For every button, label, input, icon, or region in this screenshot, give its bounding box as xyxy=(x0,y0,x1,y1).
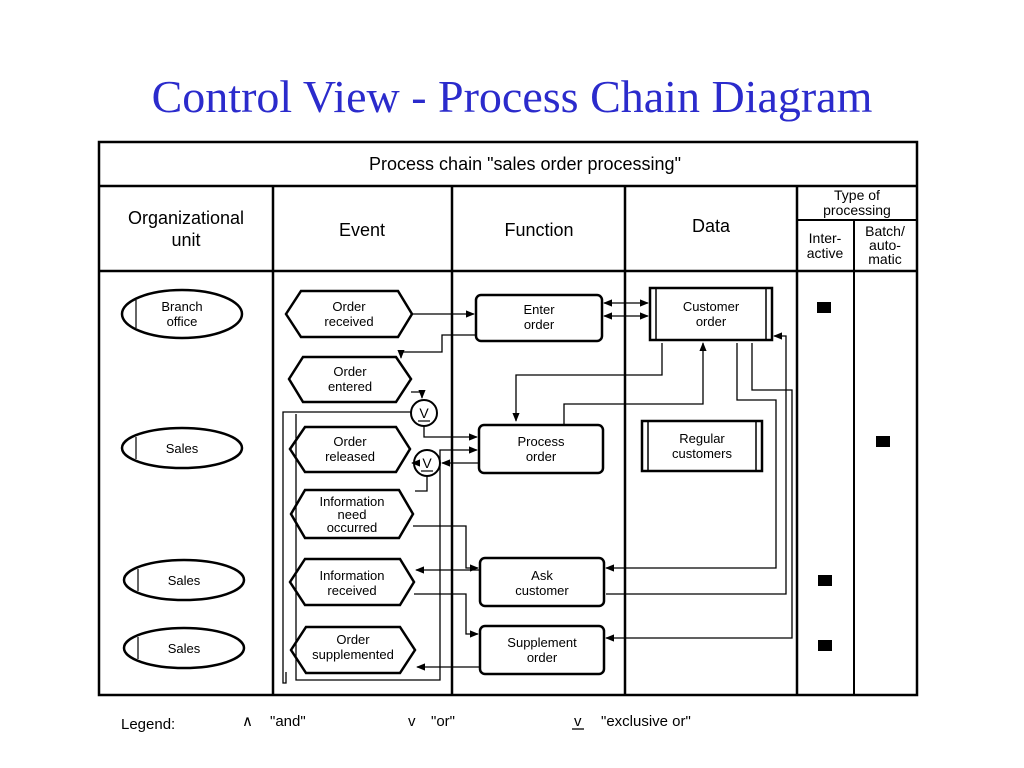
slide-title: Control View - Process Chain Diagram xyxy=(151,71,873,122)
header-org-unit-line2: unit xyxy=(171,230,200,250)
header-batch-line2: auto- xyxy=(869,237,901,253)
data-customer-order: Customer order xyxy=(648,286,774,342)
header-batch-line3: matic xyxy=(868,251,901,267)
header-event: Event xyxy=(339,220,385,240)
svg-text:order: order xyxy=(526,449,557,464)
svg-text:Branch: Branch xyxy=(161,299,202,314)
svg-text:Regular: Regular xyxy=(679,431,725,446)
header-interactive-line2: active xyxy=(807,245,844,261)
header-data: Data xyxy=(692,216,731,236)
svg-text:Sales: Sales xyxy=(166,441,199,456)
org-unit-sales-2: Sales xyxy=(122,558,246,602)
process-chain-title: Process chain "sales order processing" xyxy=(369,154,681,174)
interactive-marker-ask-customer xyxy=(818,575,832,586)
svg-text:Order: Order xyxy=(333,434,367,449)
batch-marker-process-order xyxy=(876,436,890,447)
legend-and-text: "and" xyxy=(270,713,306,730)
svg-text:entered: entered xyxy=(328,379,372,394)
header-type-line1: Type of xyxy=(834,187,880,203)
legend-xor-symbol: v xyxy=(574,713,582,730)
function-supplement-order: Supplement order xyxy=(478,624,606,676)
svg-text:Information: Information xyxy=(319,568,384,583)
header-interactive-line1: Inter- xyxy=(809,230,842,246)
function-process-order: Process order xyxy=(477,423,605,475)
svg-text:V: V xyxy=(419,405,429,421)
interactive-marker-enter-order xyxy=(817,302,831,313)
legend-or-symbol: v xyxy=(408,713,416,730)
event-order-received: Order received xyxy=(284,289,414,339)
table-grid xyxy=(97,140,919,697)
svg-text:customers: customers xyxy=(672,446,732,461)
svg-text:released: released xyxy=(325,449,375,464)
header-function: Function xyxy=(504,220,573,240)
connector-xor-1: V xyxy=(410,399,438,427)
svg-text:Supplement: Supplement xyxy=(507,635,577,650)
header-org-unit-line1: Organizational xyxy=(128,208,244,228)
connector-xor-2: V xyxy=(413,449,441,477)
legend-xor-text: "exclusive or" xyxy=(601,713,691,730)
org-unit-branch-office: Branch office xyxy=(120,288,244,340)
svg-text:order: order xyxy=(696,314,727,329)
function-ask-customer: Ask customer xyxy=(478,556,606,608)
flow-arrows xyxy=(282,299,793,684)
event-order-entered: Order entered xyxy=(287,355,413,404)
event-order-released: Order released xyxy=(288,425,412,474)
svg-text:Process: Process xyxy=(518,434,565,449)
svg-text:Order: Order xyxy=(333,364,367,379)
header-batch-line1: Batch/ xyxy=(865,223,905,239)
event-order-supplemented: Order supplemented xyxy=(289,625,417,675)
svg-text:received: received xyxy=(327,583,376,598)
svg-text:Sales: Sales xyxy=(168,573,201,588)
svg-text:Customer: Customer xyxy=(683,299,740,314)
svg-text:Sales: Sales xyxy=(168,641,201,656)
org-unit-sales-3: Sales xyxy=(122,626,246,670)
legend-and-symbol: ∧ xyxy=(242,713,253,730)
svg-text:order: order xyxy=(527,650,558,665)
svg-text:Order: Order xyxy=(332,299,366,314)
event-information-received: Information received xyxy=(288,557,416,607)
svg-text:supplemented: supplemented xyxy=(312,647,394,662)
function-enter-order: Enter order xyxy=(474,293,604,343)
svg-text:need: need xyxy=(338,507,367,522)
legend-or-text: "or" xyxy=(431,713,455,730)
svg-text:customer: customer xyxy=(515,583,569,598)
legend-label: Legend: xyxy=(121,716,175,733)
svg-text:Order: Order xyxy=(336,632,370,647)
event-information-need-occurred: Information need occurred xyxy=(289,488,415,540)
svg-text:V: V xyxy=(422,455,432,471)
header-type-line2: processing xyxy=(823,202,891,218)
svg-text:Ask: Ask xyxy=(531,568,553,583)
data-regular-customers: Regular customers xyxy=(640,419,764,473)
interactive-marker-supplement-order xyxy=(818,640,832,651)
svg-text:occurred: occurred xyxy=(327,520,378,535)
svg-text:received: received xyxy=(324,314,373,329)
org-unit-sales-1: Sales xyxy=(120,426,244,470)
svg-text:Information: Information xyxy=(319,494,384,509)
svg-text:order: order xyxy=(524,317,555,332)
svg-text:Enter: Enter xyxy=(523,302,555,317)
svg-text:office: office xyxy=(167,314,198,329)
